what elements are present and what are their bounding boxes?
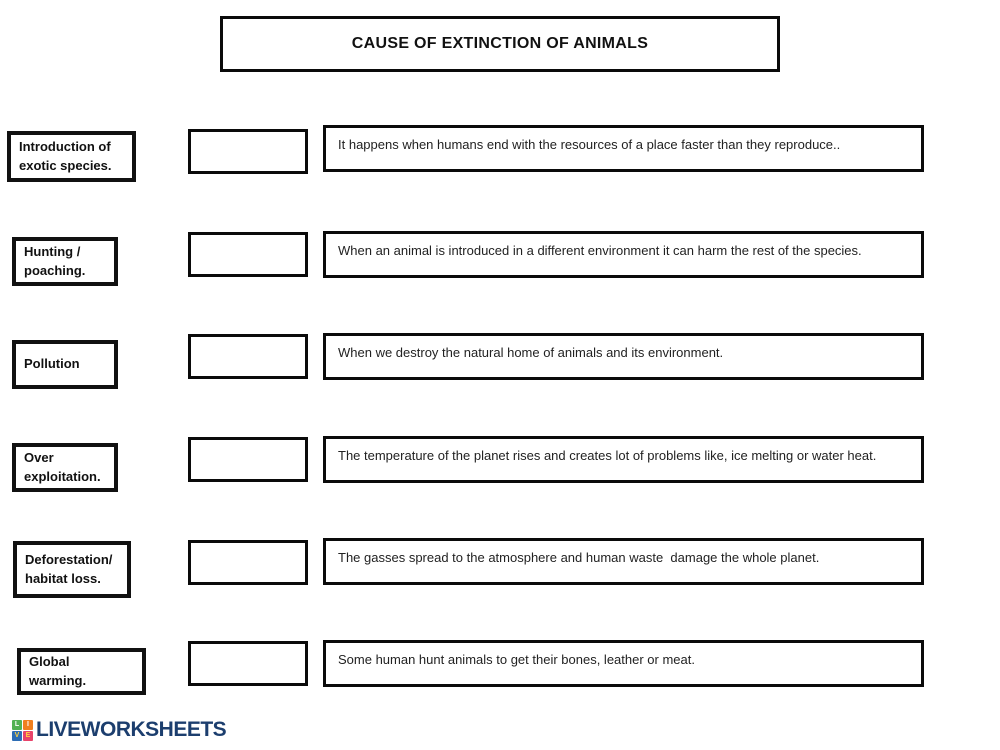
logo-square-v: V (12, 730, 22, 741)
cause-label: Introduction of exotic species. (7, 131, 136, 182)
answer-box[interactable] (188, 334, 308, 379)
cause-label: Deforestation/ habitat loss. (13, 541, 131, 598)
description-box: When we destroy the natural home of anim… (323, 333, 924, 380)
description-box: The gasses spread to the atmosphere and … (323, 538, 924, 585)
answer-box[interactable] (188, 232, 308, 277)
answer-box[interactable] (188, 641, 308, 686)
cause-label: Pollution (12, 340, 118, 389)
logo-square-l: L (12, 719, 22, 730)
cause-label: Global warming. (17, 648, 146, 695)
answer-box[interactable] (188, 129, 308, 174)
cause-label: Over exploitation. (12, 443, 118, 492)
logo-square-e: E (23, 730, 33, 741)
liveworksheets-logo[interactable]: L I V E LIVEWORKSHEETS (12, 718, 227, 742)
description-box: Some human hunt animals to get their bon… (323, 640, 924, 687)
cause-label: Hunting / poaching. (12, 237, 118, 286)
worksheet-title: CAUSE OF EXTINCTION OF ANIMALS (351, 35, 649, 52)
answer-box[interactable] (188, 437, 308, 482)
description-box: The temperature of the planet rises and … (323, 436, 924, 483)
logo-square-i: I (23, 719, 33, 730)
liveworksheets-logo-text: LIVEWORKSHEETS (36, 718, 227, 741)
description-box: When an animal is introduced in a differ… (323, 231, 924, 278)
description-box: It happens when humans end with the reso… (323, 125, 924, 172)
answer-box[interactable] (188, 540, 308, 585)
worksheet-title-box: CAUSE OF EXTINCTION OF ANIMALS (220, 16, 780, 72)
liveworksheets-logo-icon: L I V E (12, 719, 33, 741)
